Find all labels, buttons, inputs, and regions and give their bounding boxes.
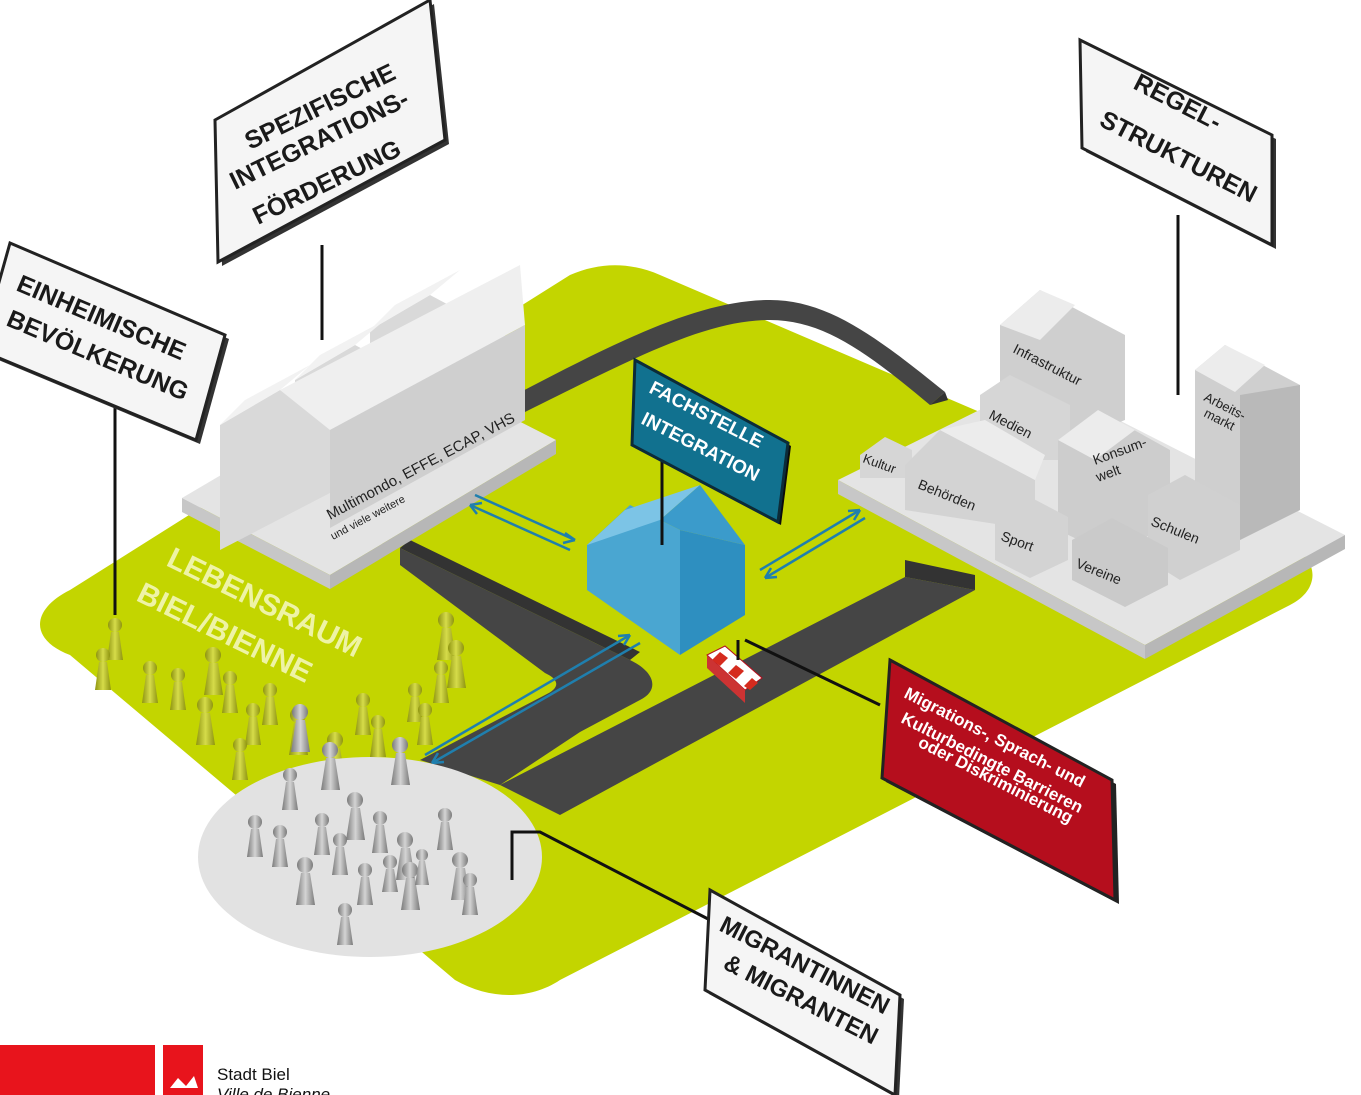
- city-name: Stadt Biel: [217, 1065, 290, 1084]
- stadt-biel-logo: [0, 1045, 203, 1095]
- regelstrukturen-block: Infrastruktur Arbeits- markt Medien Kons…: [838, 290, 1345, 659]
- sign-spezifische-integrationsfoerderung: SPEZIFISCHE INTEGRATIONS- FÖRDERUNG: [213, 0, 449, 266]
- sign-poles: [113, 215, 1180, 922]
- integration-providers-block: Multimondo, EFFE, ECAP, VHS und viele we…: [182, 265, 556, 589]
- migranten-people: [247, 704, 478, 945]
- sign-migranten: MIGRANTINNEN & MIGRANTEN: [703, 887, 904, 1095]
- fachstelle-building: [587, 485, 745, 655]
- sign-fachstelle-integration: FACHSTELLE INTEGRATION: [630, 357, 791, 525]
- sign-barrieren: Migrations-, Sprach- und Kulturbedingte …: [880, 657, 1119, 904]
- barrier-icon: [706, 645, 763, 703]
- city-name-fr: Ville de Bienne: [217, 1085, 331, 1095]
- flow-arrows: [424, 493, 866, 765]
